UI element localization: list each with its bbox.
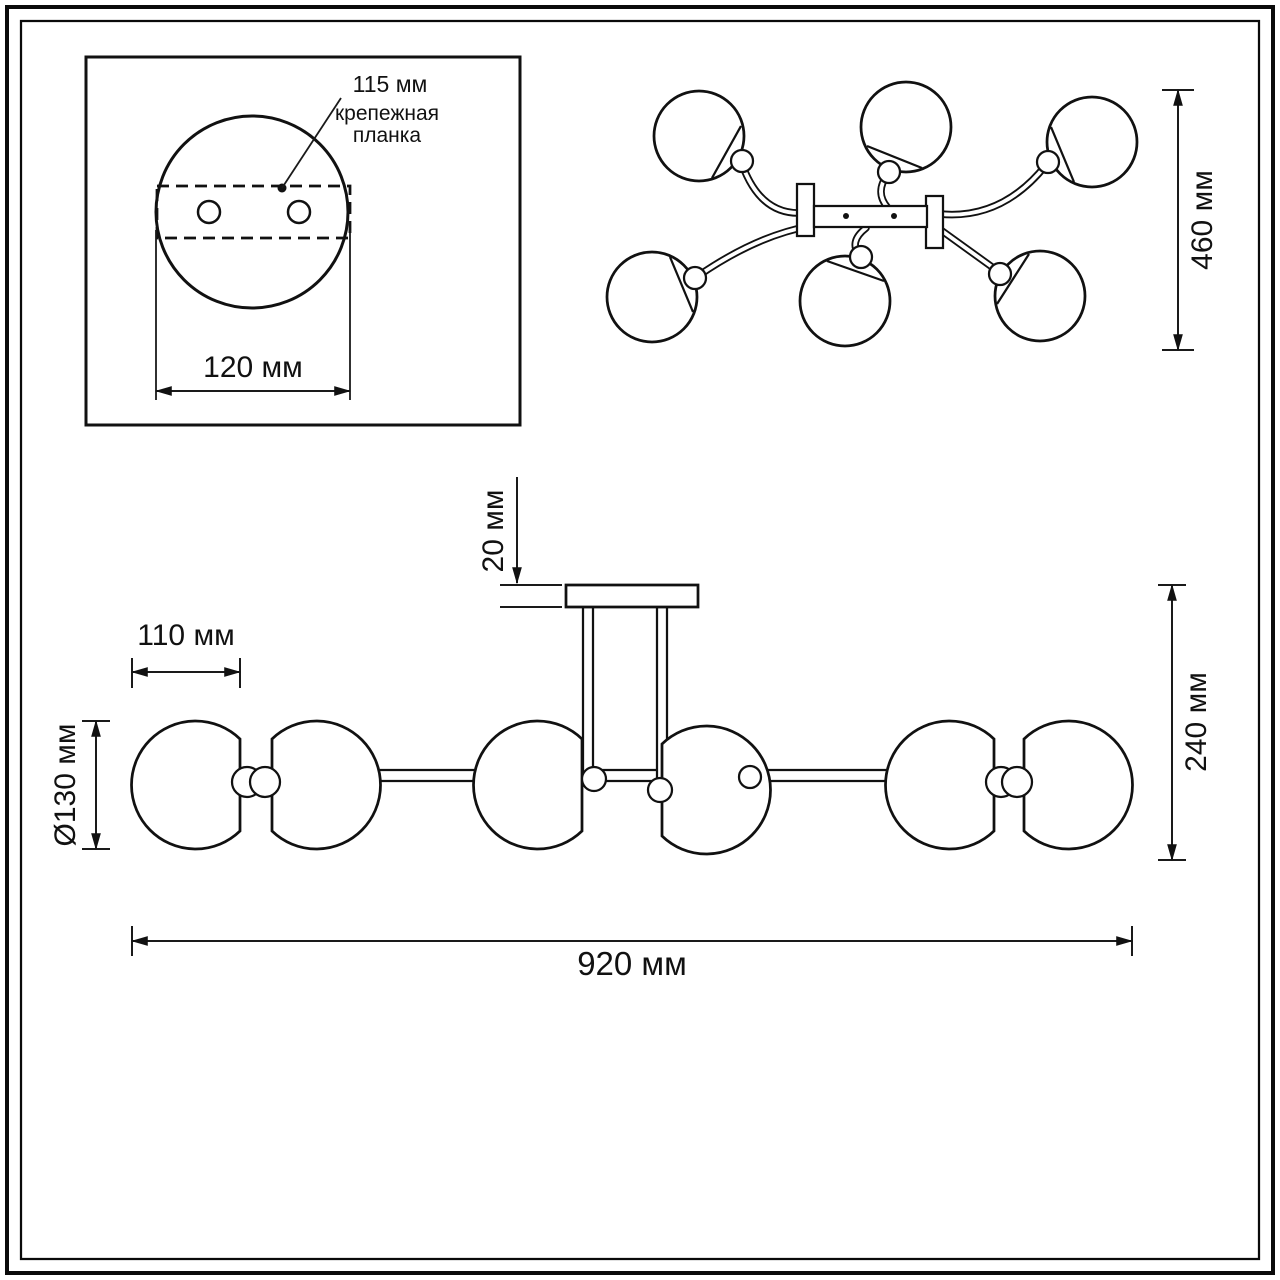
arm xyxy=(694,222,814,280)
socket-ring xyxy=(248,765,282,799)
bracket-hole-right xyxy=(286,199,312,225)
dim-130: Ø130 мм xyxy=(49,719,110,851)
detail-box xyxy=(84,55,522,427)
ball-joint xyxy=(646,776,674,804)
dim-110: 110 мм xyxy=(130,619,242,688)
arm-inner xyxy=(938,163,1048,217)
stem-block-right xyxy=(924,194,945,250)
socket-ring xyxy=(1000,765,1034,799)
shade-chord xyxy=(1049,126,1076,183)
ceiling-cup-circle xyxy=(154,114,350,310)
ball-joint xyxy=(580,765,608,793)
dim-20: 20 мм xyxy=(477,477,562,608)
mounting-bracket-dashed xyxy=(155,184,352,240)
side-view: 20 мм 110 мм Ø130 мм 240 мм xyxy=(49,477,1213,982)
screw-dot xyxy=(843,213,849,219)
bracket-name-line2: планка xyxy=(353,124,422,147)
total-width-label: 920 мм xyxy=(577,945,687,982)
lamp-shade xyxy=(1022,719,1134,851)
socket-rings xyxy=(682,148,1061,291)
screw-dot xyxy=(891,213,897,219)
lamp-shade xyxy=(270,719,382,851)
shade-chord xyxy=(866,144,923,170)
mount-detail-panel: 115 мм крепежная планка 120 мм xyxy=(84,55,522,427)
socket-ring xyxy=(729,148,755,174)
socket-ring xyxy=(682,265,708,291)
shade-chord xyxy=(996,253,1030,305)
lamp-shade xyxy=(884,719,996,851)
shades-top-view xyxy=(605,80,1139,348)
bracket-name-line1: крепежная xyxy=(335,102,439,125)
lamp-shade xyxy=(130,719,242,851)
fixture-height-label: 240 мм xyxy=(1180,672,1213,772)
mounting-bar xyxy=(812,204,929,229)
outer-frame xyxy=(5,5,1275,1275)
shade-chord xyxy=(826,259,885,283)
socket-ring xyxy=(1035,149,1061,175)
lamp-shade xyxy=(472,719,584,851)
shade-chord xyxy=(711,125,742,179)
stem-block-left xyxy=(795,182,816,238)
inner-frame xyxy=(19,19,1261,1261)
shades-side-view xyxy=(130,719,1134,856)
socket-ring xyxy=(848,244,874,270)
shade-width-label: 110 мм xyxy=(137,619,234,652)
stem-left xyxy=(581,605,595,777)
lamp-shade xyxy=(605,250,699,344)
dim-920: 920 мм xyxy=(130,926,1134,982)
bracket-offset-label: 115 мм xyxy=(353,71,428,97)
lamp-shade xyxy=(1045,95,1139,189)
lamp-shade xyxy=(660,724,772,856)
dim-240: 240 мм xyxy=(1158,583,1213,862)
leader-line xyxy=(281,97,342,189)
centre-assembly xyxy=(795,182,945,250)
joints xyxy=(230,764,1034,804)
ceiling-plate xyxy=(564,583,700,609)
lamp-shade xyxy=(652,89,746,183)
lamp-shade xyxy=(859,80,953,174)
socket-ring xyxy=(987,261,1013,287)
shade-chord xyxy=(668,256,695,313)
mount-width-label: 120 мм xyxy=(203,351,303,384)
bracket-hole-left xyxy=(196,199,222,225)
ball-joint xyxy=(737,764,763,790)
socket-ring xyxy=(876,159,902,185)
dim-460: 460 мм xyxy=(1162,88,1219,352)
top-view: 460 мм xyxy=(605,80,1219,352)
shade-diameter-label: Ø130 мм xyxy=(49,724,82,847)
top-view-width-label: 460 мм xyxy=(1186,170,1219,270)
arm-inner xyxy=(936,226,1001,274)
lamp-shade xyxy=(798,254,892,348)
lamp-shade xyxy=(993,249,1087,343)
plate-height-label: 20 мм xyxy=(477,490,510,573)
